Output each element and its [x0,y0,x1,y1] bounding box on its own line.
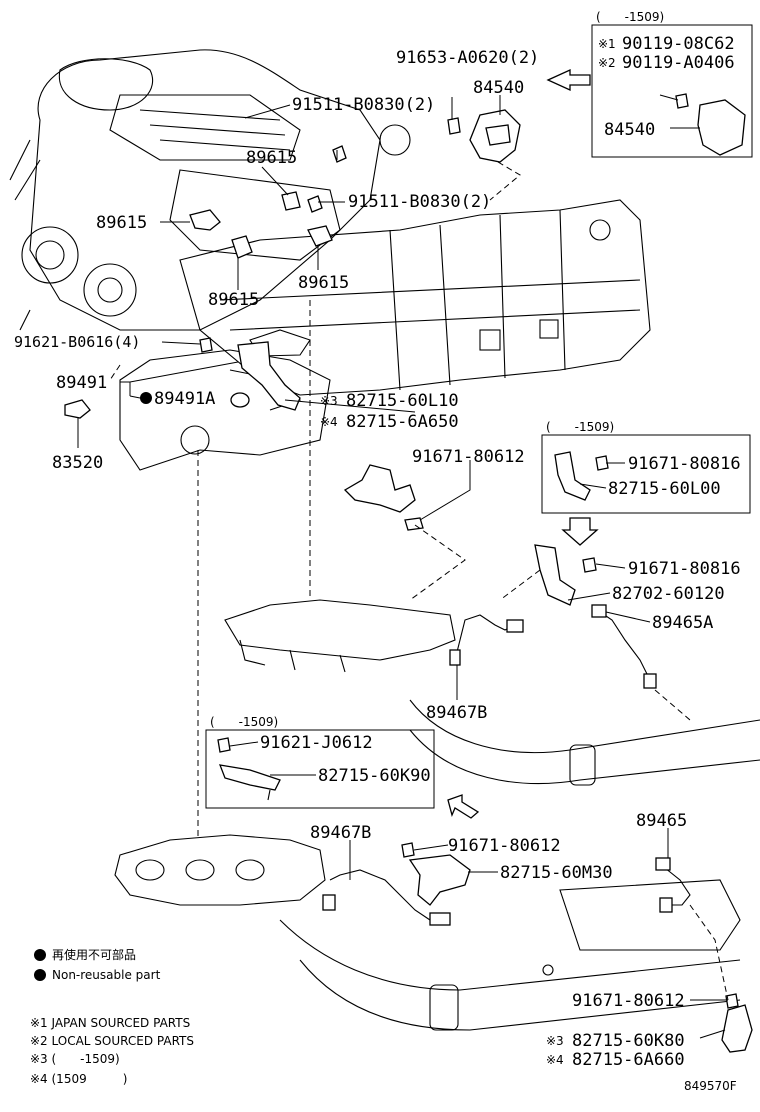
oxygen-sensor-89465 [664,867,691,906]
legend-nonreuse-en: Non-reusable part [52,968,161,982]
info-box-84540 [591,24,753,158]
o-ring-89491a [230,392,250,408]
label-90119-08c62[interactable]: 90119-08C62 [622,34,735,54]
oxygen-sensor-89465a [599,611,651,681]
label-82715-60m30[interactable]: 82715-60M30 [500,863,613,883]
label-82715-60l10[interactable]: 82715-60L10 [346,391,459,411]
direction-arrows [447,68,599,819]
mark-4b: ※4 [546,1053,564,1067]
label-82702-60120[interactable]: 82702-60120 [612,584,725,604]
bracket-82715-60L10 [343,464,416,513]
label-90119-a0406[interactable]: 90119-A0406 [622,53,735,73]
figure-id: 849570F [684,1079,737,1093]
exhaust-pipe-upper [409,699,760,785]
legend-note-1: ※1 JAPAN SOURCED PARTS [30,1016,190,1030]
label-82715-6a660[interactable]: 82715-6A660 [572,1050,685,1070]
bracket-82715-60k80 [721,1004,753,1053]
mark-2: ※2 [598,56,616,70]
label-91511-b0830-a[interactable]: 91511-B0830(2) [292,95,435,115]
bracket-82702 [534,544,576,606]
label-82715-60l00[interactable]: 82715-60L00 [608,479,721,499]
exhaust-pipe-lower [279,919,741,1031]
label-91671-80816-b[interactable]: 91671-80816 [628,559,741,579]
label-89467b-b[interactable]: 89467B [310,823,371,843]
mark-1: ※1 [598,37,616,51]
temp-sensor-83520 [64,399,91,419]
label-89491a[interactable]: 89491A [154,389,215,409]
label-91671-80612-c[interactable]: 91671-80612 [572,991,685,1011]
label-89467b-a[interactable]: 89467B [426,703,487,723]
non-reusable-dot [140,392,152,404]
exhaust-manifold-upper [224,599,456,661]
label-91621-j0612[interactable]: 91621-J0612 [260,733,373,753]
label-89615-c[interactable]: 89615 [208,290,259,310]
label-82715-60k80[interactable]: 82715-60K80 [572,1031,685,1051]
label-91671-80612-b[interactable]: 91671-80612 [448,836,561,856]
label-91671-80612-a[interactable]: 91671-80612 [412,447,525,467]
transmission-illustration [179,199,651,396]
knock-sensor-89615-b [189,209,221,231]
legend-nonreuse-jp: 再使用不可部品 [52,947,136,962]
label-84540-box[interactable]: 84540 [604,120,655,140]
label-82715-6a650[interactable]: 82715-6A650 [346,412,459,432]
knock-sensor-89615-d [307,225,333,247]
dashed-leader-lines [109,161,729,1001]
label-89615-b[interactable]: 89615 [96,213,147,233]
oxygen-sensor-89467b-upper [454,614,516,661]
label-91671-80816-a[interactable]: 91671-80816 [628,454,741,474]
label-89615-a[interactable]: 89615 [246,148,297,168]
info-box-82715-60k90 [205,729,435,809]
bolt-91653-a0620 [447,117,461,135]
legend-note-2: ※2 LOCAL SOURCED PARTS [30,1034,194,1048]
info-box-82715-60l00 [541,434,751,514]
leader-lines [77,94,728,1039]
label-91511-b0830-b[interactable]: 91511-B0830(2) [348,192,491,212]
label-83520[interactable]: 83520 [52,453,103,473]
label-89465a[interactable]: 89465A [652,613,713,633]
oxygen-sensor-89467b-lower [329,869,431,921]
label-91621-b0616[interactable]: 91621-B0616(4) [14,333,140,351]
box3-date: ( -1509) [210,715,278,729]
knock-sensor-89615-a [281,191,301,211]
label-89615-d[interactable]: 89615 [298,273,349,293]
legend: 再使用不可部品 Non-reusable part ※1 JAPAN SOURC… [30,947,194,1086]
legend-dot-jp [34,949,46,961]
engine-illustration [9,49,411,471]
label-82715-60k90[interactable]: 82715-60K90 [318,766,431,786]
mark-4a: ※4 [320,415,338,429]
label-89491[interactable]: 89491 [56,373,107,393]
mark-3a: ※3 [320,394,338,408]
legend-note-4: ※4 (1509 ) [30,1072,127,1086]
label-89465[interactable]: 89465 [636,811,687,831]
speed-sensor-89491 [237,341,301,411]
mark-3b: ※3 [546,1034,564,1048]
label-84540-main[interactable]: 84540 [473,78,524,98]
knock-sensor-89615-c [231,235,253,259]
exhaust-manifold-lower [114,834,326,906]
bracket-82715-60m30 [408,854,471,906]
label-91653-a0620[interactable]: 91653-A0620(2) [396,48,539,68]
legend-dot-en [34,969,46,981]
box1-date: ( -1509) [596,10,664,24]
part-labels: 91653-A0620(2) 84540 91511-B0830(2) 8961… [14,34,741,1070]
legend-note-3: ※3 ( -1509) [30,1052,120,1066]
box2-date: ( -1509) [546,420,614,434]
